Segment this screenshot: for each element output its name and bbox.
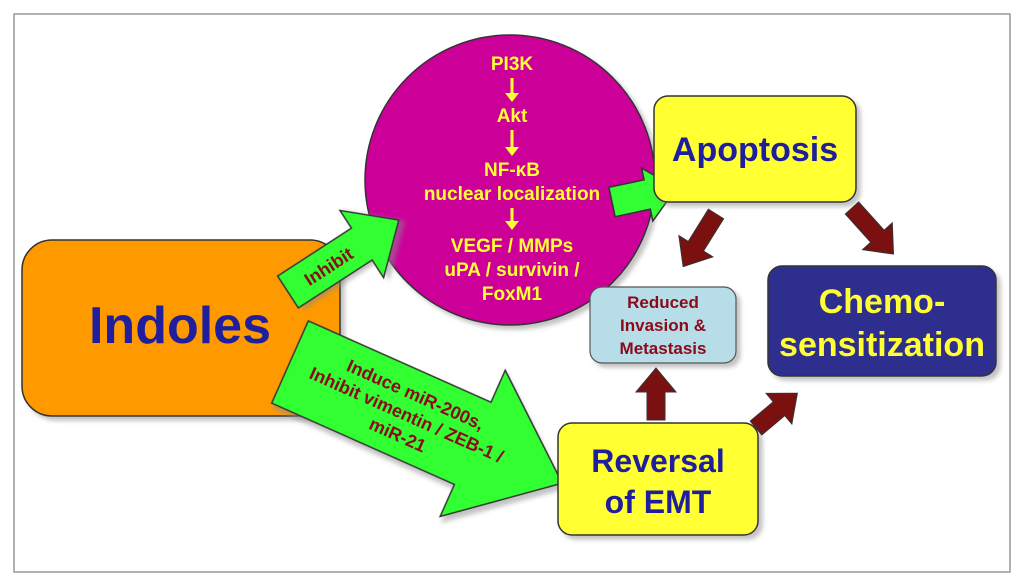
down-arrow-icon [505, 78, 519, 102]
nfkb-label: NF-κB [484, 160, 540, 181]
indoles-node: Indoles [21, 239, 341, 417]
akt-label: Akt [497, 106, 528, 127]
reversal-line-2: of EMT [605, 484, 712, 520]
reduced-line-3: Metastasis [620, 339, 707, 358]
down-arrow-icon [505, 208, 519, 230]
targets-line-3: FoxM1 [482, 284, 543, 305]
reduced-line-1: Reduced [627, 293, 699, 312]
targets-line-2: uPA / survivin / [444, 260, 580, 281]
apoptosis-node: Apoptosis [653, 95, 857, 203]
reduced-line-2: Invasion & [620, 316, 706, 335]
reversal-to-chemo-arrow [749, 392, 798, 436]
nuclear-localization-label: nuclear localization [424, 184, 600, 205]
reversal-to-reduced-arrow [634, 367, 678, 421]
apoptosis-label: Apoptosis [672, 131, 838, 169]
reversal-line-1: Reversal [591, 443, 724, 479]
targets-line-1: VEGF / MMPs [451, 236, 573, 257]
chemosensitization-node: Chemo- sensitization [767, 265, 997, 377]
apoptosis-to-chemo-arrow [844, 201, 895, 255]
reversal-emt-node: Reversal of EMT [557, 422, 759, 536]
apoptosis-to-reduced-arrow [678, 208, 725, 268]
chemo-line-2: sensitization [779, 326, 985, 364]
reduced-invasion-node: Reduced Invasion & Metastasis [589, 286, 737, 364]
down-arrow-icon [505, 130, 519, 156]
pathway-circle: PI3K Akt NF-κB nuclear localization VEGF… [364, 34, 656, 326]
chemo-line-1: Chemo- [819, 283, 946, 321]
pi3k-label: PI3K [491, 54, 534, 75]
indoles-label: Indoles [89, 297, 271, 355]
